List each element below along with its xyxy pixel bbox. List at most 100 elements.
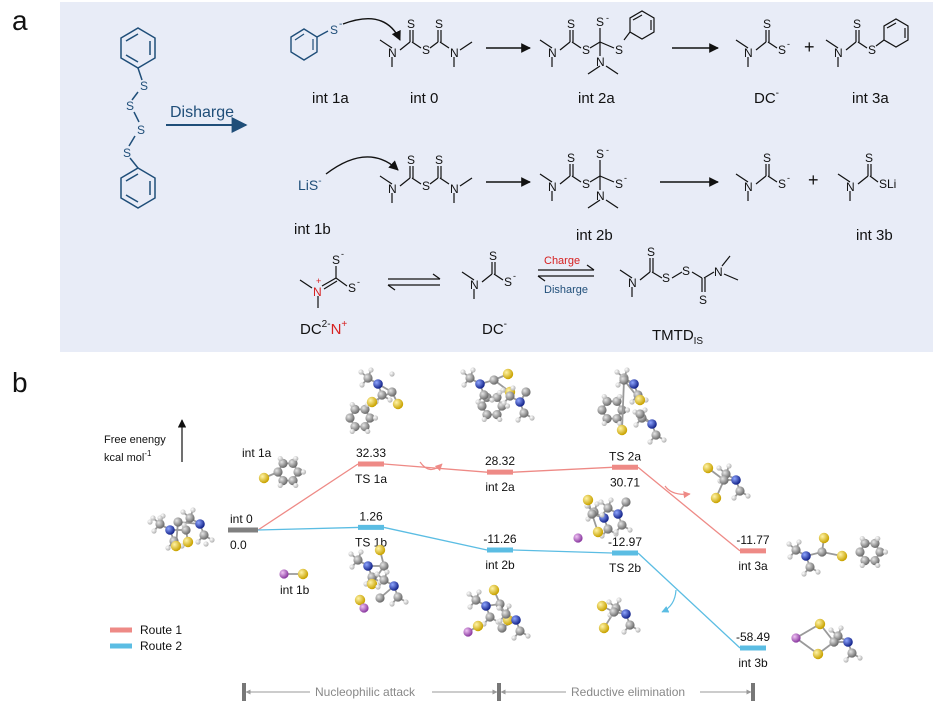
int-3b-label: int 3b — [856, 227, 893, 244]
hydrogen-atom — [617, 420, 623, 427]
charge-minus: - — [606, 13, 609, 23]
dc-label-row3: DC- — [482, 319, 507, 338]
hydrogen-atom — [277, 455, 283, 462]
phase-bar — [242, 683, 755, 701]
carbon-atom — [185, 513, 195, 523]
hydrogen-atom — [815, 569, 821, 575]
hydrogen-atom — [828, 627, 834, 633]
plus-sign: + — [804, 37, 815, 57]
molecule-illustrations — [147, 367, 889, 663]
sulfur-atom — [812, 648, 824, 660]
atom-n: N — [470, 278, 479, 292]
connector-ts-1a — [257, 463, 359, 531]
connector-ts-2b — [512, 549, 613, 554]
carbon-atom — [829, 637, 839, 647]
sulfur-atom — [836, 550, 848, 562]
hydrogen-atom — [374, 571, 380, 577]
hydrogen-atom — [601, 393, 607, 400]
sulfur-atom — [582, 494, 594, 506]
hydrogen-atom — [365, 428, 371, 435]
nitrogen-atom — [801, 551, 811, 561]
atom-s: S — [778, 177, 786, 191]
hydrogen-atom — [460, 369, 466, 375]
hydrogen-atom — [375, 584, 381, 590]
plus-sign: + — [808, 170, 819, 190]
charge-label: Charge — [544, 255, 580, 267]
connector-ts-1b — [257, 526, 359, 531]
sulfur-atom — [182, 536, 194, 548]
atom-s: S — [662, 271, 670, 285]
scheme-background — [60, 2, 933, 352]
ts-1b-molecule — [348, 544, 409, 613]
atom-s: S — [407, 17, 415, 31]
level-name-int-3a: int 3a — [738, 559, 768, 573]
atom-n: N — [744, 180, 753, 194]
hydrogen-atom — [598, 499, 604, 505]
hydrogen-atom — [787, 554, 793, 560]
carbon-atom — [847, 648, 857, 658]
carbon-atom — [817, 547, 827, 557]
nitrogen-atom — [629, 379, 639, 389]
carbon-atom — [597, 405, 607, 415]
atom-n: N — [744, 46, 753, 60]
lithium-atom — [573, 533, 583, 543]
panel-b-label: b — [12, 367, 28, 398]
carbon-atom — [393, 592, 403, 602]
level-name-int-3b: int 3b — [738, 656, 768, 670]
nitrogen-atom — [475, 379, 485, 389]
sulfur-atom — [170, 540, 182, 552]
hydrogen-atom — [358, 549, 364, 555]
level-name-int-2a: int 2a — [485, 480, 515, 494]
level-value-ts-2b: -12.97 — [608, 535, 642, 549]
hydrogen-atom — [358, 369, 364, 375]
int-1b-side-label: int 1b — [280, 583, 310, 597]
atom-n: N — [628, 276, 637, 290]
legend-route1: Route 1 — [140, 623, 182, 637]
carbon-atom — [875, 547, 885, 557]
hydrogen-atom — [511, 635, 517, 641]
hydrogen-atom — [621, 629, 627, 635]
sulfur-atom — [488, 584, 500, 596]
sulfur-atom — [818, 532, 830, 544]
tmtd-is-structure — [619, 255, 739, 297]
level-value-ts-2a: 30.71 — [610, 475, 640, 489]
nitrogen-atom — [195, 519, 205, 529]
sulfur-atom — [374, 544, 386, 556]
atom-s: S — [332, 253, 340, 267]
nitrogen-atom — [613, 509, 623, 519]
connector-int-3a — [637, 466, 741, 552]
sulfur-atom — [502, 368, 514, 380]
int-3a-label: int 3a — [852, 90, 889, 107]
charge-minus: - — [357, 277, 360, 287]
int-2a-structure — [539, 10, 655, 75]
hydrogen-atom — [150, 515, 156, 521]
carbon-atom — [791, 545, 801, 555]
hydrogen-atom — [843, 657, 849, 663]
tmtd-int0 — [379, 30, 473, 67]
carbon-atom — [587, 509, 597, 519]
carbon-atom — [651, 430, 661, 440]
level-value-int-3a: -11.77 — [736, 533, 769, 547]
hydrogen-atom — [349, 401, 355, 408]
sulfur-atom — [596, 600, 608, 612]
atom-s: S — [582, 43, 590, 57]
charge-minus: - — [341, 249, 344, 259]
hydrogen-atom — [489, 397, 495, 403]
atom-s: S — [137, 123, 145, 137]
starting-tetrasulfide — [120, 27, 156, 209]
nitrogen-atom — [389, 581, 399, 591]
hydrogen-atom — [181, 522, 187, 528]
hydrogen-atom — [796, 539, 802, 545]
atom-n: N — [846, 180, 855, 194]
carbon-atom — [181, 525, 191, 535]
curved-arrow — [664, 485, 691, 499]
hydrogen-atom — [470, 367, 476, 373]
charge-minus: - — [787, 173, 790, 183]
carbon-atom — [387, 387, 397, 397]
int-0-molecule — [147, 507, 215, 552]
int-1a-side-label: int 1a — [242, 446, 272, 460]
atom-s: S — [596, 147, 604, 161]
int-3a-molecule — [786, 532, 848, 577]
tmtd-is-label: TMTDIS — [652, 327, 703, 347]
hydrogen-atom — [616, 597, 622, 603]
